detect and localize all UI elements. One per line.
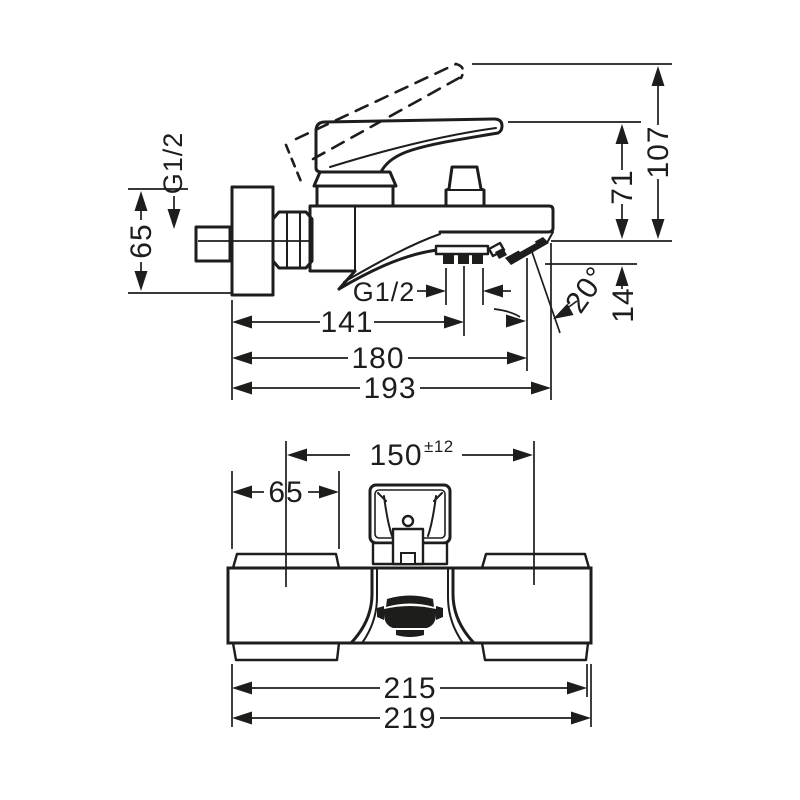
spout-step-shadow bbox=[495, 248, 507, 259]
spout-angle-line bbox=[530, 248, 561, 334]
dim-label-150: 150 bbox=[369, 439, 422, 472]
escutcheon-left-bottom bbox=[231, 641, 341, 662]
hose-connector-ridge bbox=[443, 254, 454, 264]
hose-connector-ridge bbox=[458, 254, 469, 264]
dim-label-escutcheon-65: 65 bbox=[125, 223, 158, 258]
aerator-top-band bbox=[386, 595, 434, 607]
fairing-right-outer bbox=[451, 566, 476, 645]
handle-neck-notch bbox=[400, 552, 416, 565]
escutcheon-right-bottom bbox=[480, 641, 590, 662]
spout-topline bbox=[343, 233, 441, 283]
aerator-bottom-band bbox=[396, 630, 424, 637]
aerator-bowl bbox=[384, 606, 436, 628]
hose-connector-band bbox=[434, 244, 490, 256]
dim-label-outlet-thread: G1/2 bbox=[353, 277, 416, 307]
lever-raised-tip-dashed bbox=[454, 62, 465, 80]
spout-tip-face bbox=[547, 231, 554, 242]
dim-label-wall-thread: G1/2 bbox=[158, 132, 188, 195]
fairing-left-outer bbox=[349, 566, 374, 645]
lever-raised-back-dashed bbox=[284, 143, 304, 186]
union-nut-facets bbox=[286, 212, 301, 268]
dim-label-65-front: 65 bbox=[268, 476, 303, 509]
hose-connector-ridge bbox=[472, 254, 483, 264]
dim-label-193: 193 bbox=[363, 372, 416, 405]
dim-label-219: 219 bbox=[383, 702, 436, 735]
side-view-dimensions: G1/2 65 107 71 14 20° G1/2 bbox=[125, 63, 675, 405]
handle-front-corner-ticks bbox=[377, 492, 443, 502]
dim-label-107: 107 bbox=[642, 125, 675, 178]
cartridge-block bbox=[315, 184, 395, 208]
dim-label-141: 141 bbox=[320, 306, 373, 339]
mixer-body bbox=[308, 204, 555, 273]
dim-label-180: 180 bbox=[351, 342, 404, 375]
aerator-ear-left bbox=[377, 606, 384, 620]
lever-raised-bottom-dashed bbox=[311, 76, 461, 161]
dim-label-215: 215 bbox=[383, 672, 436, 705]
aerator-ear-right bbox=[436, 606, 443, 620]
dim-label-71: 71 bbox=[606, 169, 639, 204]
lever-handle-crease bbox=[329, 127, 497, 168]
handle-collar bbox=[312, 170, 398, 188]
wall-pipe-stub bbox=[194, 225, 232, 263]
dim-label-14: 14 bbox=[607, 287, 640, 322]
spout-underside bbox=[337, 248, 439, 291]
dim-label-150-tolerance: ±12 bbox=[424, 437, 454, 456]
side-view-object bbox=[194, 62, 555, 297]
fairing-right-inner bbox=[447, 567, 464, 644]
front-view-dimensions: 150 ±12 65 215 219 bbox=[231, 437, 592, 735]
spout-outlet-slit bbox=[517, 240, 536, 252]
fairing-left-inner bbox=[361, 567, 378, 644]
lever-raised-top-dashed bbox=[294, 62, 458, 141]
spout-outlet bbox=[505, 237, 549, 265]
escutcheon-right-top bbox=[480, 552, 591, 570]
union-nut bbox=[271, 210, 314, 270]
front-view-object bbox=[226, 483, 593, 662]
diverter-knob bbox=[444, 165, 486, 208]
handle-pin bbox=[401, 514, 415, 528]
